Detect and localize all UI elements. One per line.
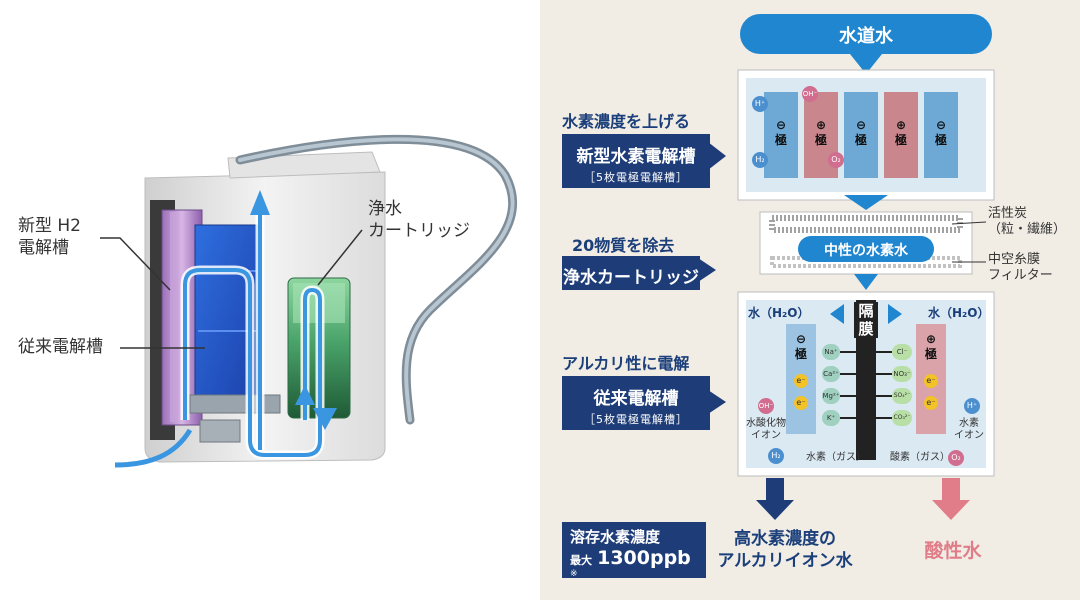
mol-h-bottom: H⁺ xyxy=(964,398,980,414)
oxygen-gas-label: 酸素（ガス） xyxy=(890,452,950,463)
step2-box: 浄水カートリッジ xyxy=(562,256,700,290)
tap-water-pill xyxy=(740,14,992,54)
step2-box-main: 浄水カートリッジ xyxy=(563,268,699,288)
mol-o2-bottom: O₂ xyxy=(948,450,964,466)
label-new-h2-cell: 新型 H2 電解槽 xyxy=(18,216,82,258)
hydrogen-ion-label: 水素 イオン xyxy=(954,418,984,441)
label-conventional-cell: 従来電解槽 xyxy=(18,337,103,357)
mol-h-top: H⁺ xyxy=(752,96,768,112)
hydroxide-ion-label: 水酸化物 イオン xyxy=(746,418,786,441)
electron-3: e⁻ xyxy=(924,374,938,388)
electron-4: e⁻ xyxy=(924,396,938,410)
label-hollow-fiber: 中空糸膜 フィルター xyxy=(988,252,1053,283)
neutral-water-pill xyxy=(798,236,934,262)
step1-box: 新型水素電解槽 ［5枚電極電解槽］ xyxy=(562,134,710,188)
hydrogen-gas-label: 水素（ガス） xyxy=(806,452,866,463)
top-electrode-3: ⊖極 xyxy=(854,118,867,147)
leader-new-cell xyxy=(100,237,171,291)
step2-title: 20物質を除去 xyxy=(572,236,675,255)
ion-so4: SO₄²⁻ xyxy=(892,388,912,404)
concentration-note: ※ xyxy=(570,569,578,579)
water-left-label: 水（H₂O） xyxy=(748,306,810,320)
label-filter-cartridge: 浄水 カートリッジ xyxy=(368,199,470,241)
ion-cl: Cl⁻ xyxy=(892,344,912,360)
mol-h2-top: H₂ xyxy=(752,152,768,168)
top-electrode-1: ⊖極 xyxy=(774,118,787,147)
step1-box-main: 新型水素電解槽 xyxy=(576,147,696,167)
flow-arrow-inlet xyxy=(114,428,193,468)
concentration-value: 1300ppb xyxy=(597,547,691,569)
ionizer-cutaway-illustration xyxy=(100,134,517,468)
minus-electrode: ⊖極 xyxy=(794,332,807,361)
mol-h2-bottom: H₂ xyxy=(768,448,784,464)
process-diagram-graphics xyxy=(698,14,995,520)
label-activated-carbon: 活性炭 （粒・繊維） xyxy=(988,206,1067,237)
plus-electrode: ⊕極 xyxy=(924,332,937,361)
ion-k: K⁺ xyxy=(822,410,840,426)
ion-no3: NO₃⁻ xyxy=(892,366,912,382)
concentration-prefix: 最大 xyxy=(570,554,592,567)
acid-water-label: 酸性水 xyxy=(924,540,982,562)
mol-oh-top: OH⁻ xyxy=(802,86,818,102)
electron-2: e⁻ xyxy=(794,396,808,410)
electron-1: e⁻ xyxy=(794,374,808,388)
step3-box-main: 従来電解槽 xyxy=(593,389,679,409)
step1-box-sub: ［5枚電極電解槽］ xyxy=(584,171,688,184)
step1-title: 水素濃度を上げる xyxy=(562,112,691,131)
ion-na: Na⁺ xyxy=(822,344,840,360)
top-electrode-5: ⊖極 xyxy=(934,118,947,147)
step3-box-sub: ［5枚電極電解槽］ xyxy=(584,413,688,426)
top-electrode-2: ⊕極 xyxy=(814,118,827,147)
membrane-label: 隔 膜 xyxy=(854,302,878,338)
alkaline-output-arrow xyxy=(756,478,794,520)
concentration-label: 溶存水素濃度 xyxy=(570,528,661,546)
membrane-bar xyxy=(856,300,876,460)
ion-co3: CO₃²⁻ xyxy=(892,410,912,426)
ion-mg: Mg²⁺ xyxy=(822,388,840,404)
ion-ca: Ca²⁺ xyxy=(822,366,840,382)
top-electrodes xyxy=(764,92,958,178)
product-illustration-panel: 新型 H2 電解槽 従来電解槽 浄水 カートリッジ xyxy=(18,134,517,468)
tap-water-label: 水道水 xyxy=(839,26,893,47)
concentration-badge: 溶存水素濃度 最大 1300ppb ※ xyxy=(562,522,706,579)
step3-title: アルカリ性に電解 xyxy=(562,354,690,373)
mol-oh-bottom: OH⁻ xyxy=(758,398,774,414)
process-diagram-panel: 水道水 水素濃度を上げる 新型水素電解槽 ［5枚電極電解槽］ 20物質を除去 浄… xyxy=(540,0,1080,600)
top-electrode-4: ⊕極 xyxy=(894,118,907,147)
mol-o2-top: O₂ xyxy=(828,152,844,168)
water-right-label: 水（H₂O） xyxy=(928,306,990,320)
leader-cartridge xyxy=(317,229,363,286)
step3-box: 従来電解槽 ［5枚電極電解槽］ xyxy=(562,376,710,430)
neutral-water-label: 中性の水素水 xyxy=(824,243,908,259)
acid-output-arrow xyxy=(932,478,970,520)
alkaline-water-label: 高水素濃度の アルカリイオン水 xyxy=(717,529,853,571)
